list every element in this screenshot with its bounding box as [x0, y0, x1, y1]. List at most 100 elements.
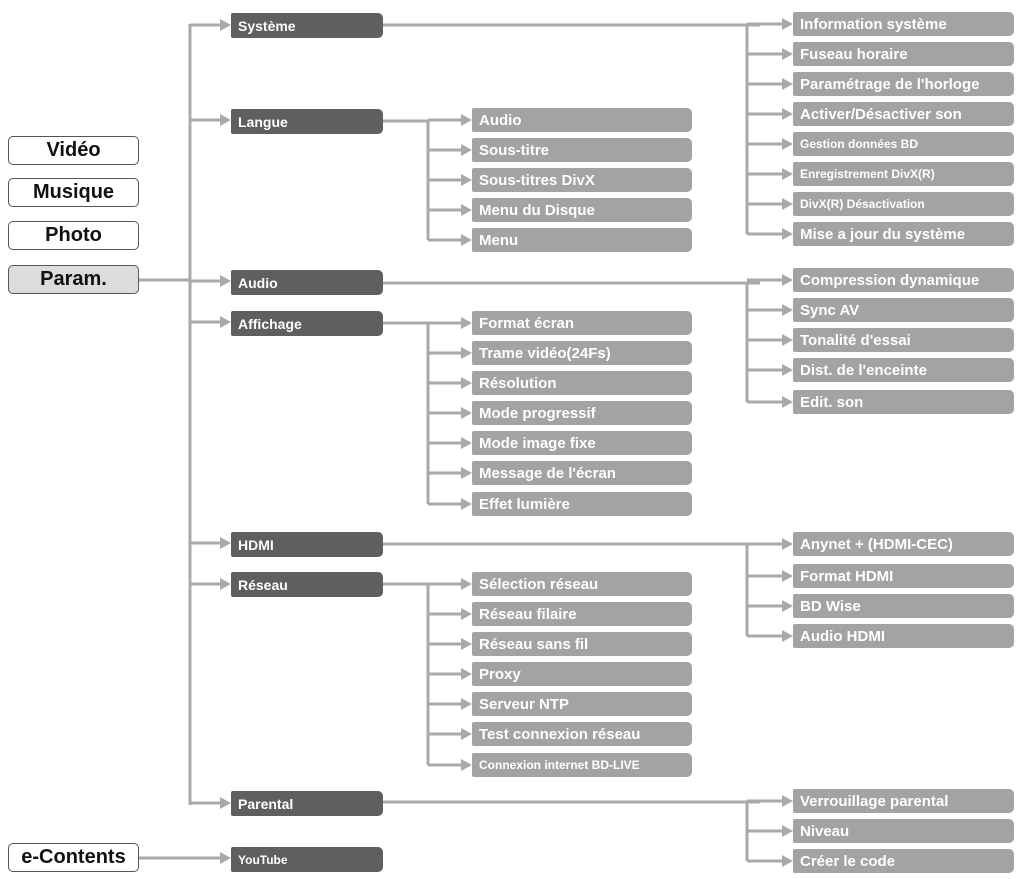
connector-arrow: [461, 174, 472, 186]
connector-arrow: [461, 114, 472, 126]
connector-arrow: [461, 347, 472, 359]
connector-arrow: [461, 759, 472, 771]
connector-arrow: [782, 78, 793, 90]
connector-arrow: [461, 728, 472, 740]
affichage-item-message-ecran[interactable]: Message de l'écran: [472, 461, 692, 485]
reseau-item-sans-fil[interactable]: Réseau sans fil: [472, 632, 692, 656]
connector-arrow: [461, 668, 472, 680]
langue-item-menu-disque[interactable]: Menu du Disque: [472, 198, 692, 222]
affichage-item-format-ecran[interactable]: Format écran: [472, 311, 692, 335]
menu-youtube[interactable]: YouTube: [231, 847, 383, 872]
connector-arrow: [220, 275, 231, 287]
connector-arrow: [220, 852, 231, 864]
root-item-photo[interactable]: Photo: [8, 221, 139, 250]
langue-item-sous-titre[interactable]: Sous-titre: [472, 138, 692, 162]
systeme-item-gestion-bd[interactable]: Gestion données BD: [793, 132, 1014, 156]
langue-item-sous-titres-divx[interactable]: Sous-titres DivX: [472, 168, 692, 192]
audio-item-tonalite[interactable]: Tonalité d'essai: [793, 328, 1014, 352]
reseau-item-test[interactable]: Test connexion réseau: [472, 722, 692, 746]
connector-arrow: [782, 396, 793, 408]
connector-arrow: [220, 114, 231, 126]
reseau-item-selection[interactable]: Sélection réseau: [472, 572, 692, 596]
connector-arrow: [782, 630, 793, 642]
connector-arrow: [461, 467, 472, 479]
connector-arrow: [782, 855, 793, 867]
systeme-item-information[interactable]: Information système: [793, 12, 1014, 36]
systeme-item-mise-a-jour[interactable]: Mise a jour du système: [793, 222, 1014, 246]
parental-item-verrouillage[interactable]: Verrouillage parental: [793, 789, 1014, 813]
reseau-item-proxy[interactable]: Proxy: [472, 662, 692, 686]
langue-item-menu[interactable]: Menu: [472, 228, 692, 252]
connector-arrow: [220, 316, 231, 328]
connector-arrow: [782, 48, 793, 60]
systeme-item-enregistrement-divx[interactable]: Enregistrement DivX(R): [793, 162, 1014, 186]
connector-arrow: [782, 198, 793, 210]
connector-arrow: [461, 407, 472, 419]
root-item-video[interactable]: Vidéo: [8, 136, 139, 165]
connector-arrow: [461, 204, 472, 216]
connector-arrow: [461, 317, 472, 329]
parental-item-creer-code[interactable]: Créer le code: [793, 849, 1014, 873]
audio-item-sync-av[interactable]: Sync AV: [793, 298, 1014, 322]
affichage-item-effet-lumiere[interactable]: Effet lumière: [472, 492, 692, 516]
audio-item-edit-son[interactable]: Edit. son: [793, 390, 1014, 414]
connector-arrow: [220, 19, 231, 31]
connector-arrow: [782, 795, 793, 807]
menu-langue[interactable]: Langue: [231, 109, 383, 134]
connector-arrow: [782, 364, 793, 376]
connector-arrow: [782, 138, 793, 150]
connector-arrow: [461, 437, 472, 449]
hdmi-item-anynet[interactable]: Anynet + (HDMI-CEC): [793, 532, 1014, 556]
connector-arrow: [782, 168, 793, 180]
reseau-item-filaire[interactable]: Réseau filaire: [472, 602, 692, 626]
connector-arrow: [461, 377, 472, 389]
menu-reseau[interactable]: Réseau: [231, 572, 383, 597]
connector-arrow: [461, 144, 472, 156]
connector-arrow: [461, 234, 472, 246]
reseau-item-bd-live[interactable]: Connexion internet BD-LIVE: [472, 753, 692, 777]
menu-parental[interactable]: Parental: [231, 791, 383, 816]
connector-arrow: [220, 537, 231, 549]
langue-item-audio[interactable]: Audio: [472, 108, 692, 132]
connector-arrow: [782, 228, 793, 240]
connector-arrow: [461, 608, 472, 620]
connector-arrow: [782, 825, 793, 837]
root-item-param[interactable]: Param.: [8, 265, 139, 294]
menu-affichage[interactable]: Affichage: [231, 311, 383, 336]
connector-arrow: [220, 578, 231, 590]
systeme-item-horloge[interactable]: Paramétrage de l'horloge: [793, 72, 1014, 96]
systeme-item-son[interactable]: Activer/Désactiver son: [793, 102, 1014, 126]
affichage-item-trame-video[interactable]: Trame vidéo(24Fs): [472, 341, 692, 365]
affichage-item-resolution[interactable]: Résolution: [472, 371, 692, 395]
connector-arrow: [220, 797, 231, 809]
systeme-item-divx-desactivation[interactable]: DivX(R) Désactivation: [793, 192, 1014, 216]
connector-arrow: [782, 600, 793, 612]
connector-arrow: [461, 498, 472, 510]
reseau-item-ntp[interactable]: Serveur NTP: [472, 692, 692, 716]
affichage-item-mode-image-fixe[interactable]: Mode image fixe: [472, 431, 692, 455]
connector-arrow: [461, 578, 472, 590]
hdmi-item-format[interactable]: Format HDMI: [793, 564, 1014, 588]
connector-arrow: [782, 108, 793, 120]
connector-arrow: [782, 334, 793, 346]
root-item-musique[interactable]: Musique: [8, 178, 139, 207]
connector-arrow: [461, 638, 472, 650]
hdmi-item-bd-wise[interactable]: BD Wise: [793, 594, 1014, 618]
audio-item-compression[interactable]: Compression dynamique: [793, 268, 1014, 292]
connector-arrow: [782, 304, 793, 316]
parental-item-niveau[interactable]: Niveau: [793, 819, 1014, 843]
connector-arrow: [782, 18, 793, 30]
hdmi-item-audio[interactable]: Audio HDMI: [793, 624, 1014, 648]
connector-arrow: [782, 274, 793, 286]
connector-arrow: [461, 698, 472, 710]
audio-item-distance[interactable]: Dist. de l'enceinte: [793, 358, 1014, 382]
affichage-item-mode-progressif[interactable]: Mode progressif: [472, 401, 692, 425]
systeme-item-fuseau[interactable]: Fuseau horaire: [793, 42, 1014, 66]
menu-hdmi[interactable]: HDMI: [231, 532, 383, 557]
root-item-econtents[interactable]: e-Contents: [8, 843, 139, 872]
connector-arrow: [782, 570, 793, 582]
connector-arrow: [782, 538, 793, 550]
menu-systeme[interactable]: Système: [231, 13, 383, 38]
menu-audio[interactable]: Audio: [231, 270, 383, 295]
